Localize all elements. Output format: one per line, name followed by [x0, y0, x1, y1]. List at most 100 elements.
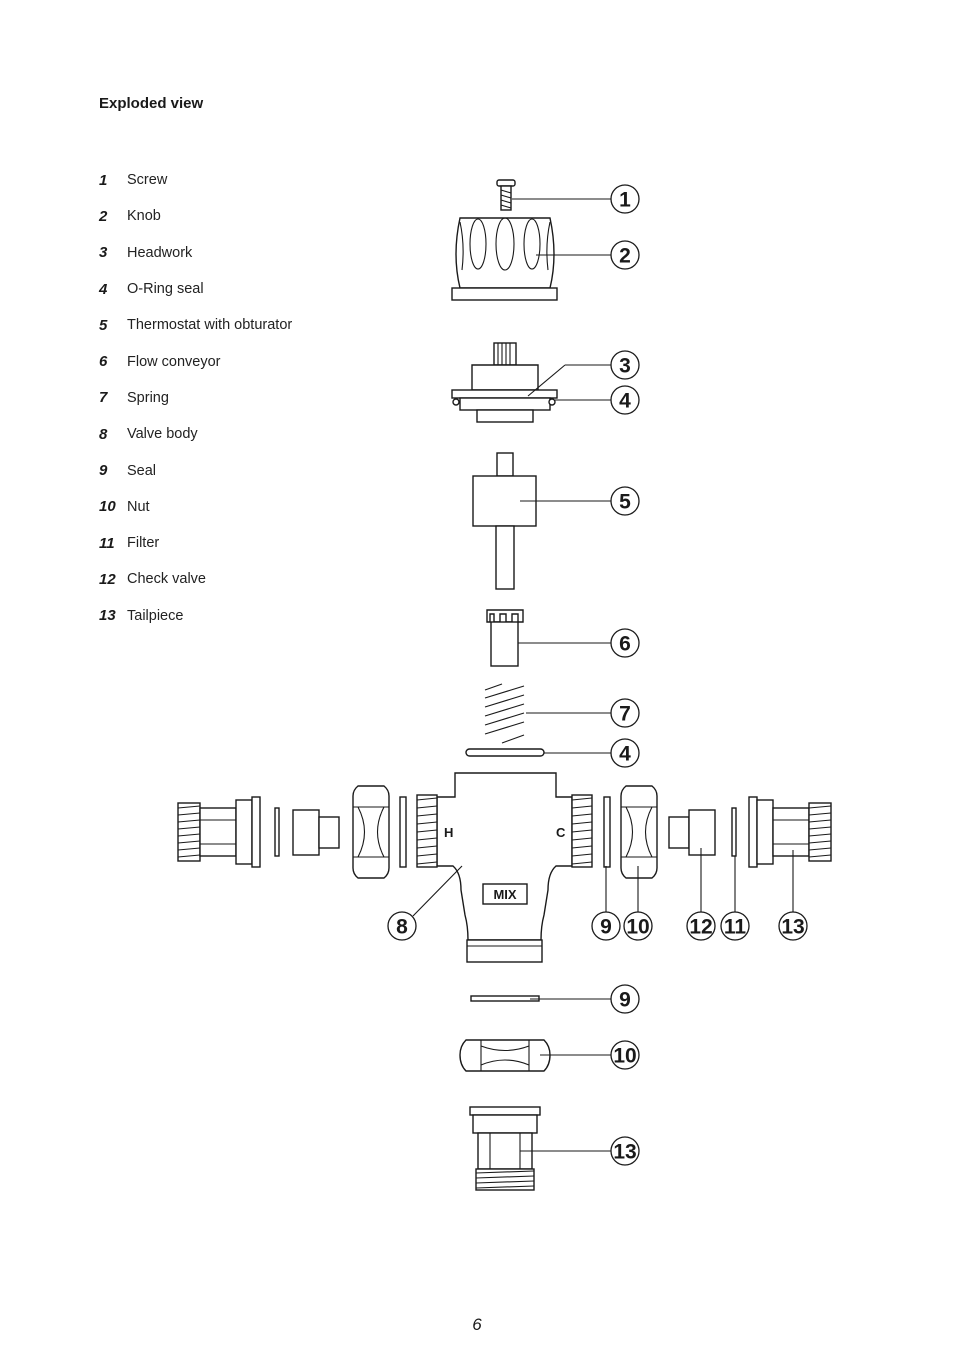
callout: 2 [610, 240, 640, 270]
legend-number: 6 [99, 353, 108, 371]
legend-number: 9 [99, 462, 108, 480]
legend-label: Nut [127, 498, 150, 515]
callout-label: 9 [619, 989, 631, 1012]
legend-item: 7 Spring [99, 380, 419, 416]
right-seal-part [603, 796, 611, 868]
legend-label: Headwork [127, 244, 193, 261]
callout: 6 [610, 628, 640, 658]
callout-label: 11 [724, 916, 747, 939]
legend-item: 9 Seal [99, 452, 419, 488]
legend-number: 3 [99, 244, 108, 262]
legend-number: 7 [99, 389, 108, 407]
left-nut-part [352, 785, 390, 879]
legend-item: 10 Nut [99, 489, 419, 525]
page-title: Exploded view [99, 95, 204, 112]
callout-label: 3 [619, 355, 631, 378]
callout: 11 [720, 911, 750, 941]
legend-number: 5 [99, 316, 108, 334]
callout-label: 5 [619, 491, 631, 514]
callout-label: 1 [619, 189, 631, 212]
legend-item: 4 O-Ring seal [99, 271, 419, 307]
legend-item: 6 Flow conveyor [99, 343, 419, 379]
legend-label: Tailpiece [127, 607, 184, 624]
callout: 3 [610, 350, 640, 380]
callout-label: 13 [781, 916, 804, 939]
callout-label: 9 [600, 916, 612, 939]
spring-part [484, 683, 525, 744]
bottom-seal-part [470, 995, 540, 1002]
bottom-nut-part [459, 1039, 551, 1072]
legend-item: 5 Thermostat with obturator [99, 307, 419, 343]
legend-label: O-Ring seal [127, 281, 204, 298]
legend-number: 1 [99, 171, 108, 189]
legend-number: 2 [99, 207, 108, 225]
right-nut-part [620, 785, 658, 879]
o-ring-part [465, 748, 545, 757]
legend-item: 12 Check valve [99, 561, 419, 597]
callout-label: 10 [626, 916, 649, 939]
legend-item: 8 Valve body [99, 416, 419, 452]
bottom-tailpiece-part [469, 1106, 541, 1191]
callout: 13 [610, 1136, 640, 1166]
legend-label: Check valve [127, 571, 206, 588]
legend-item: 1 Screw [99, 162, 419, 198]
legend-label: Flow conveyor [127, 353, 221, 370]
legend-label: Valve body [127, 426, 198, 443]
left-filter-part [274, 807, 280, 857]
callout-label: 6 [619, 633, 631, 656]
hot-marker: H [444, 825, 453, 840]
callout-label: 12 [689, 916, 712, 939]
legend-number: 10 [99, 498, 116, 516]
legend-label: Spring [127, 389, 169, 406]
callout: 4 [610, 738, 640, 768]
left-tailpiece-part [177, 796, 261, 868]
legend-item: 2 Knob [99, 198, 419, 234]
legend-number: 4 [99, 280, 108, 298]
legend-number: 8 [99, 425, 108, 443]
legend-number: 12 [99, 570, 116, 588]
legend-label: Filter [127, 535, 160, 552]
legend-label: Thermostat with obturator [127, 317, 293, 334]
right-check-valve-part [668, 809, 716, 856]
legend-number: 13 [99, 607, 116, 625]
valve-body-part: H C MIX [416, 772, 593, 963]
right-filter-part [731, 807, 737, 857]
callout-label: 10 [613, 1045, 636, 1068]
knob-part [451, 217, 558, 301]
thermostat-part [472, 452, 537, 590]
callout: 10 [623, 911, 653, 941]
cold-marker: C [556, 825, 566, 840]
legend-label: Knob [127, 208, 161, 225]
legend-label: Seal [127, 462, 157, 479]
screw-part [496, 179, 516, 211]
callout-label: 4 [619, 743, 631, 766]
legend-item: 13 Tailpiece [99, 598, 419, 634]
headwork-part [451, 342, 558, 423]
callout-label: 8 [396, 916, 408, 939]
right-tailpiece-part [748, 796, 832, 868]
callout: 9 [610, 984, 640, 1014]
callout: 9 [591, 911, 621, 941]
legend-number: 11 [99, 534, 115, 552]
callout-label: 7 [619, 703, 631, 726]
callout-label: 4 [619, 390, 631, 413]
legend-item: 11 Filter [99, 525, 419, 561]
callout: 7 [610, 698, 640, 728]
callout: 1 [610, 184, 640, 214]
leader-lines [412, 198, 794, 1152]
flow-conveyor-part [486, 609, 524, 667]
callout: 12 [686, 911, 716, 941]
legend-label: Screw [127, 172, 168, 189]
page-number: 6 [472, 1315, 482, 1334]
parts-legend: 1 Screw 2 Knob 3 Headwork 4 O-Ring seal 5 The… [99, 162, 419, 634]
callout: 4 [610, 385, 640, 415]
callout: 8 [387, 911, 417, 941]
callout-label: 2 [619, 245, 631, 268]
callout-label: 13 [613, 1141, 636, 1164]
mix-plate: MIX [493, 887, 516, 902]
callout: 13 [778, 911, 808, 941]
left-seal-part [399, 796, 407, 868]
callout: 5 [610, 486, 640, 516]
left-check-valve-part [292, 809, 340, 856]
